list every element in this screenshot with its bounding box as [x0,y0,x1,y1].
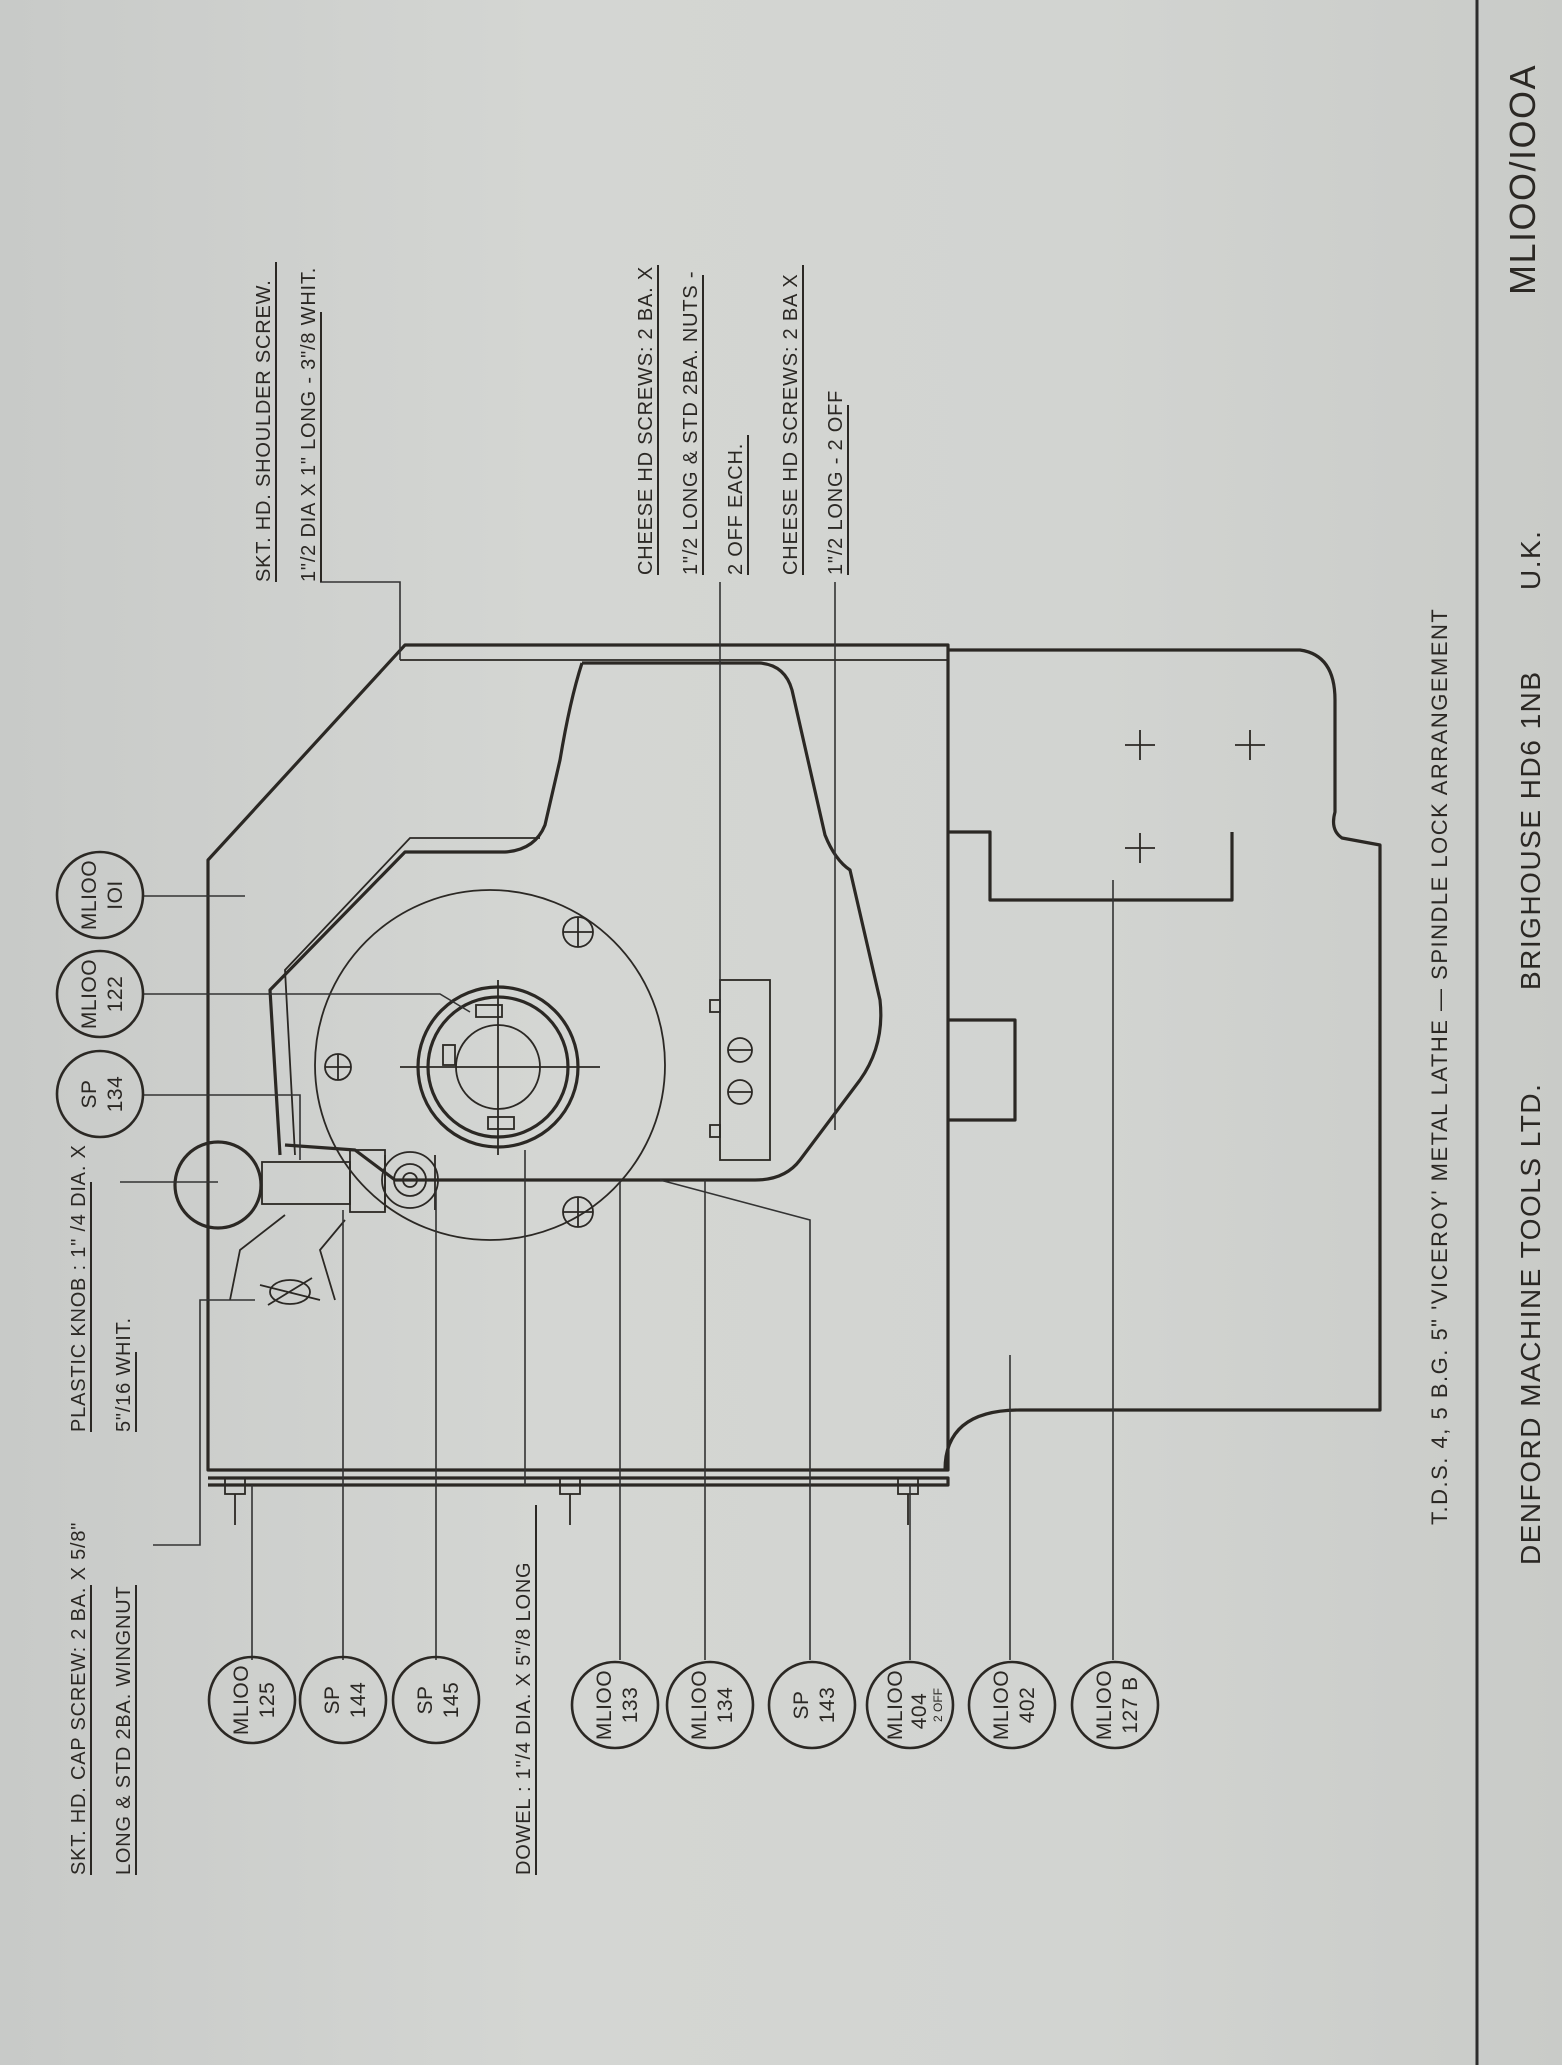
balloon-sp-144: SP 144 [298,1655,388,1745]
note-dowel: DOWEL : 1"/4 DIA. X 5"/8 LONG [513,1505,537,1875]
balloon-sp-134: SP 134 [55,1049,145,1139]
svg-text:133: 133 [619,1687,642,1724]
svg-text:IOI: IOI [104,880,127,910]
balloon-ml100-122: MLIOO 122 [55,949,145,1039]
dowel-line-1: DOWEL : 1"/4 DIA. X 5"/8 LONG [513,1562,535,1875]
svg-text:2 OFF: 2 OFF [931,1688,945,1722]
note-cap-screw: SKT. HD. CAP SCREW: 2 BA. X 5/8" LONG & … [68,1522,137,1875]
svg-text:402: 402 [1016,1687,1039,1724]
shoulder-screw-line-1: SKT. HD. SHOULDER SCREW. [253,279,275,582]
svg-text:125: 125 [256,1682,279,1719]
balloon-ml100-402: MLIOO 402 [967,1660,1057,1750]
svg-text:144: 144 [347,1682,370,1719]
drawing-subtitle: T.D.S. 4, 5 B.G. 5" 'VICEROY' METAL LATH… [1427,608,1452,1525]
svg-text:122: 122 [104,976,127,1013]
spindle-assembly [314,889,666,1241]
balloon-ml100-125: MLIOO 125 [207,1655,297,1745]
base-lugs [224,1477,919,1525]
balloon-ml100-101: MLIOO IOI [55,850,145,940]
cheese-b-line-1: CHEESE HD SCREWS: 2 BA X [780,274,802,576]
plastic-knob [173,1140,263,1230]
svg-text:MLIOO: MLIOO [884,1670,907,1740]
lock-mechanism [173,979,771,1306]
balloon-sp-143: SP 143 [767,1660,857,1750]
balloon-sp-145: SP 145 [391,1655,481,1745]
svg-text:MLIOO: MLIOO [78,860,101,930]
company-name: DENFORD MACHINE TOOLS LTD. [1515,1083,1546,1565]
svg-text:134: 134 [104,1076,127,1113]
plastic-knob-line-1: PLASTIC KNOB : 1" /4 DIA. X [68,1144,90,1432]
cap-screw-line-1: SKT. HD. CAP SCREW: 2 BA. X 5/8" [68,1522,90,1875]
company-country: U.K. [1515,530,1546,590]
note-plastic-knob: PLASTIC KNOB : 1" /4 DIA. X 5"/16 WHIT. [68,1144,137,1432]
fixing-crosses [1125,730,1265,863]
cheese-a-line-3: 2 OFF EACH. [725,443,747,575]
note-cheese-screws-b: CHEESE HD SCREWS: 2 BA X 1"/2 LONG - 2 O… [780,265,849,576]
drawing-number: MLIOO/IOOA [1502,64,1543,295]
svg-text:SP: SP [414,1685,437,1714]
note-shoulder-screw: SKT. HD. SHOULDER SCREW. 1"/2 DIA X 1" L… [253,262,322,582]
headstock-casting [206,643,950,1472]
svg-text:MLIOO: MLIOO [990,1670,1013,1740]
base-plate [208,1476,950,1487]
shoulder-screw-line-2: 1"/2 DIA X 1" LONG - 3"/8 WHIT. [298,267,320,582]
cheese-a-line-1: CHEESE HD SCREWS: 2 BA. X [635,266,657,575]
note-cheese-screws-a: CHEESE HD SCREWS: 2 BA. X 1"/2 LONG & ST… [635,265,749,575]
svg-text:MLIOO: MLIOO [230,1665,253,1735]
bolt-holes [324,916,594,1228]
svg-text:SP: SP [78,1079,101,1108]
svg-text:SP: SP [321,1685,344,1714]
balloon-ml100-127b: MLIOO 127 B [1070,1660,1160,1750]
cap-screw-line-2: LONG & STD 2BA. WINGNUT [113,1585,135,1875]
svg-text:134: 134 [714,1687,737,1724]
small-lug [948,1018,1017,1122]
headstock-outline [206,643,1382,1525]
svg-text:MLIOO: MLIOO [78,959,101,1029]
company-address: BRIGHOUSE HD6 1NB [1515,670,1546,990]
title-block: T.D.S. 4, 5 B.G. 5" 'VICEROY' METAL LATH… [1427,64,1546,1565]
svg-text:145: 145 [440,1682,463,1719]
svg-text:MLIOO: MLIOO [688,1670,711,1740]
svg-text:127 B: 127 B [1119,1676,1142,1733]
lock-plate [268,661,883,1182]
balloon-ml100-404: MLIOO 404 2 OFF [865,1660,955,1750]
cheese-a-line-2: 1"/2 LONG & STD 2BA. NUTS - [680,271,702,575]
plastic-knob-line-2: 5"/16 WHIT. [113,1317,135,1432]
leader-lines [120,581,1114,1660]
balloon-ml100-134: MLIOO 134 [665,1660,755,1750]
svg-text:143: 143 [816,1687,839,1724]
svg-text:MLIOO: MLIOO [593,1670,616,1740]
cheese-b-line-2: 1"/2 LONG - 2 OFF [825,390,847,575]
svg-text:SP: SP [790,1690,813,1719]
svg-text:404: 404 [908,1693,931,1730]
svg-text:MLIOO: MLIOO [1093,1670,1116,1740]
casting-extension [943,648,1382,1471]
balloon-ml100-133: MLIOO 133 [570,1660,660,1750]
stepped-block [948,830,1234,902]
